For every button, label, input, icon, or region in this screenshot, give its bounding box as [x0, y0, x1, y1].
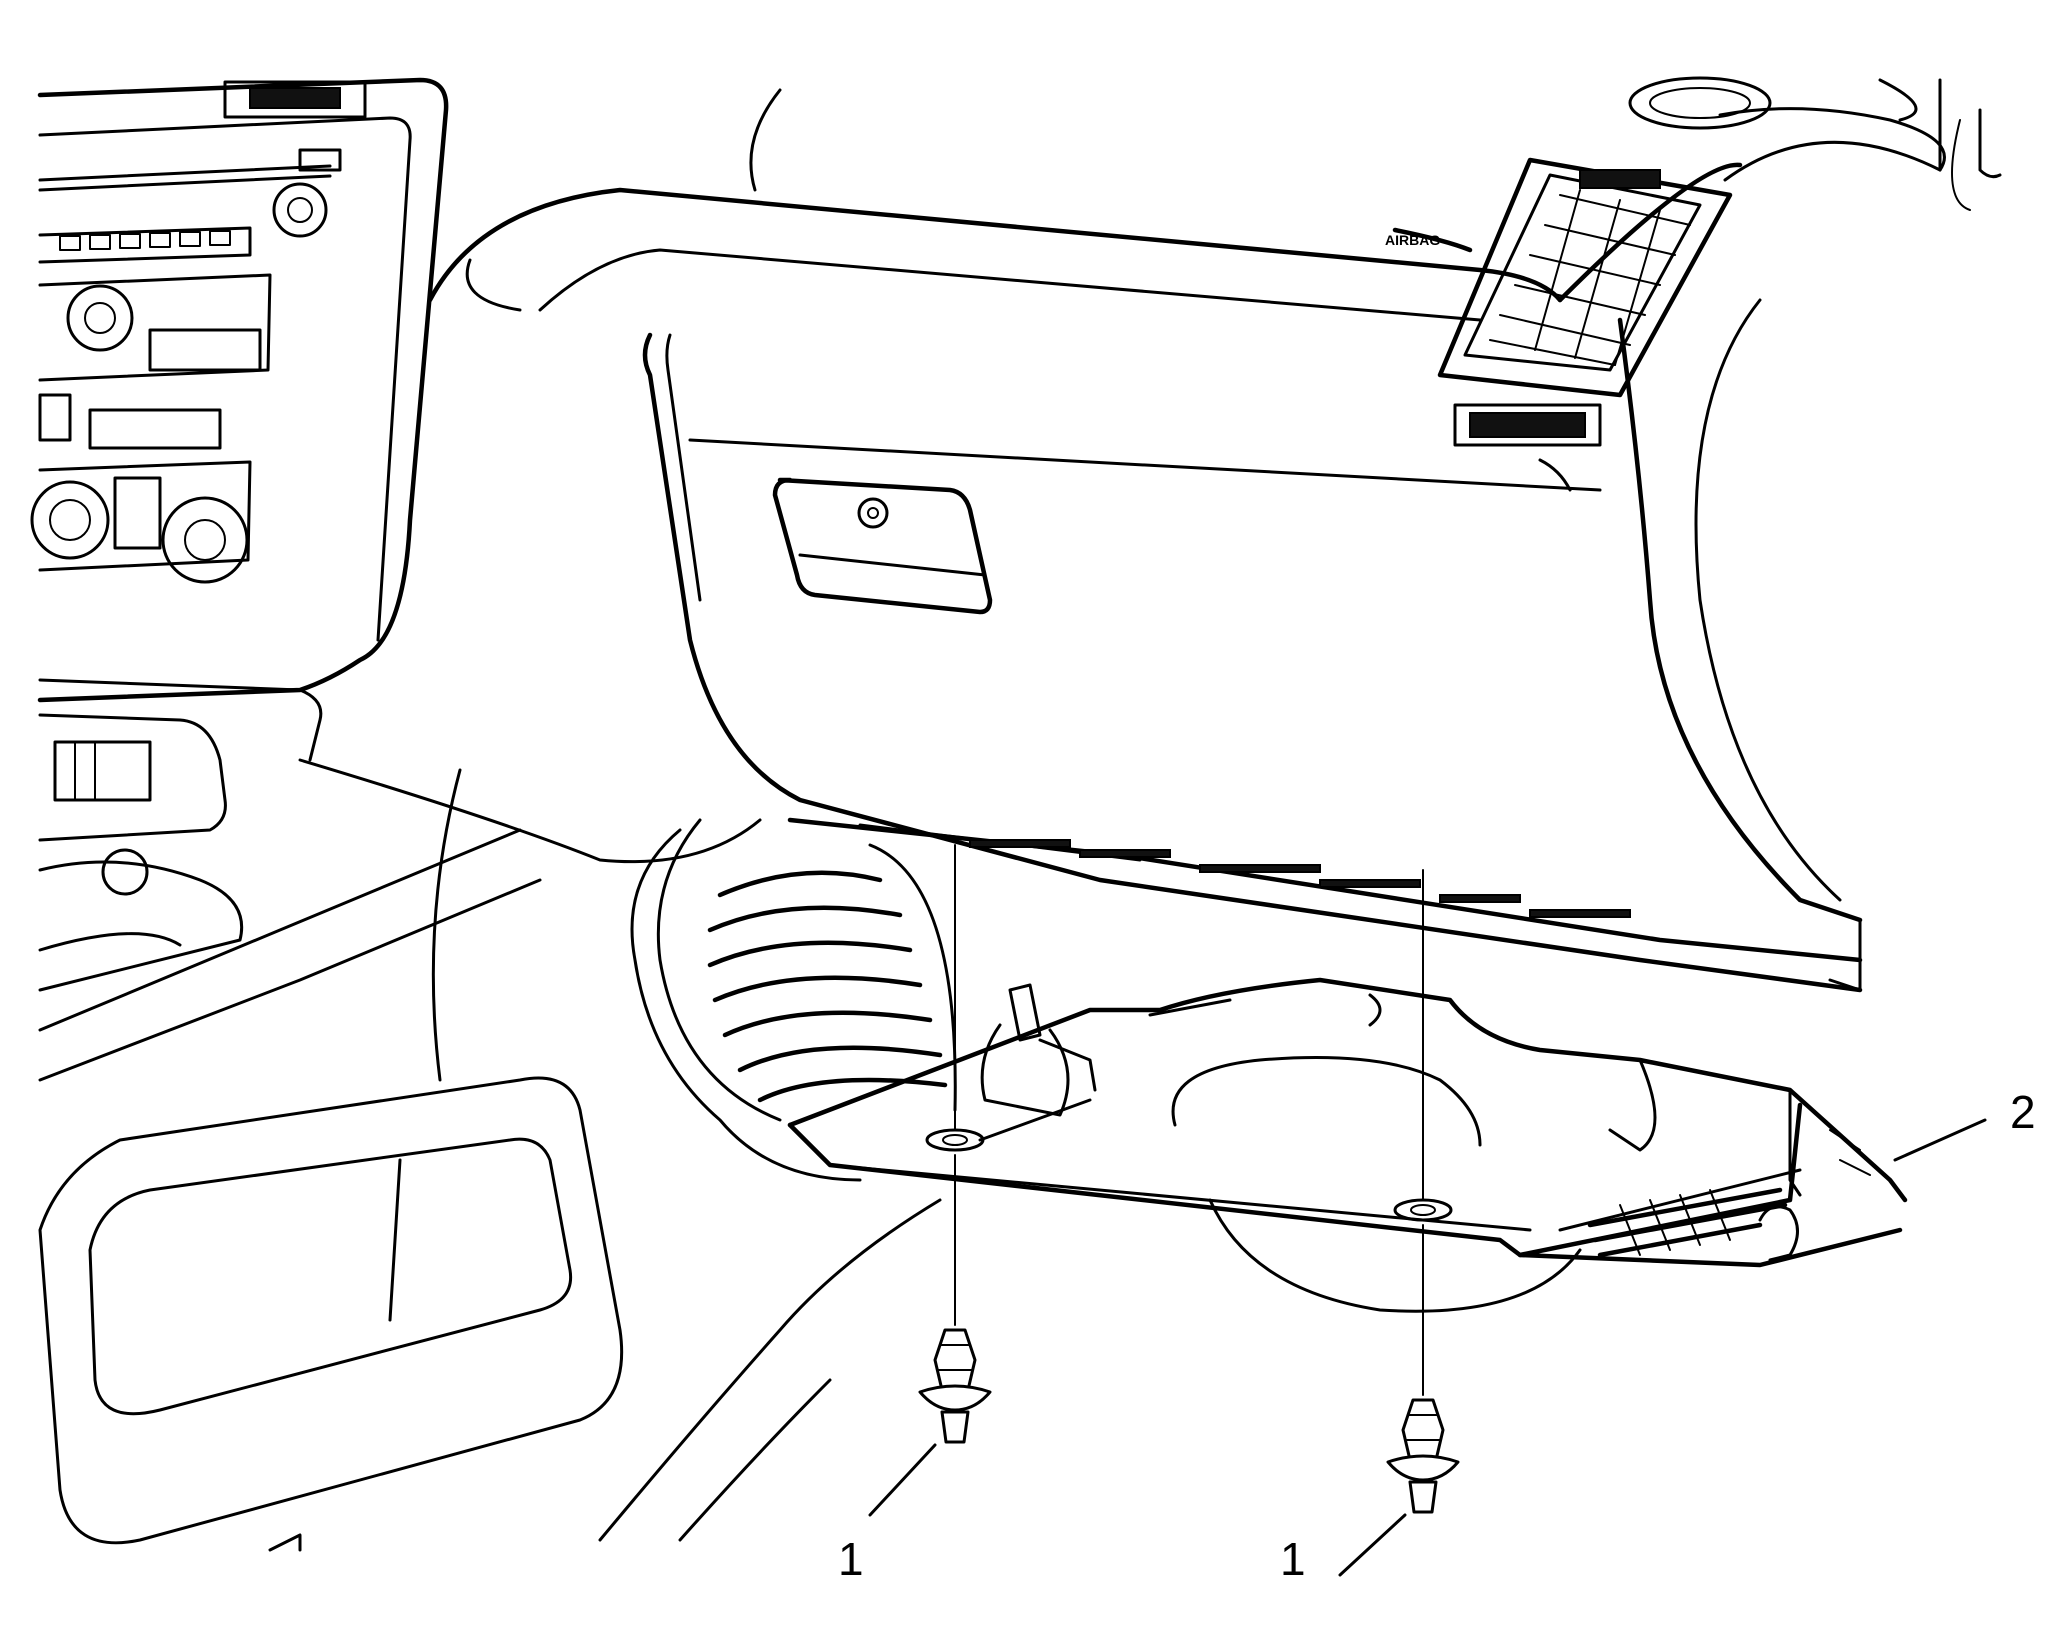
lower-trim-panel	[630, 818, 1908, 1313]
center-stack	[30, 77, 542, 1082]
airbag-badge: AIRBAG	[1385, 232, 1440, 248]
callout-label: 2	[2010, 1086, 2036, 1138]
callout-label: 1	[838, 1533, 864, 1585]
fastener-right	[1386, 869, 1460, 1514]
instrument-panel: AIRBAG	[427, 76, 2002, 993]
fastener-left	[918, 844, 992, 1444]
callout-label: 1	[1280, 1533, 1306, 1585]
callout-2: 2	[1893, 1086, 2036, 1162]
lower-console	[38, 758, 942, 1552]
callout-1-left: 1	[838, 1443, 937, 1585]
callout-1-right: 1	[1280, 1513, 1407, 1585]
